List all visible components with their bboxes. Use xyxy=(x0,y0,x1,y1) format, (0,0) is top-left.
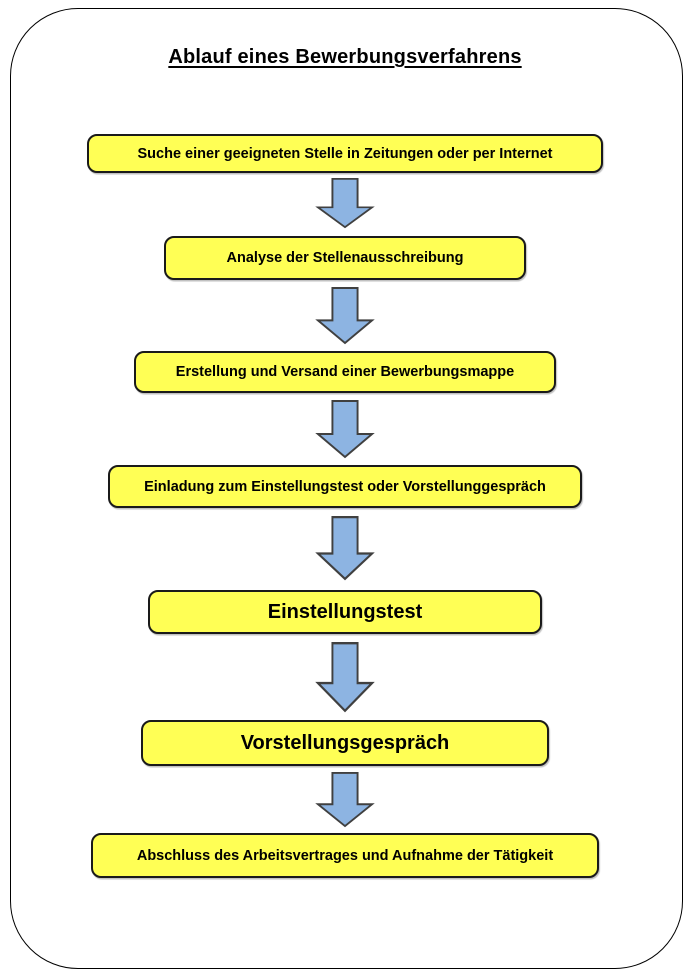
outer-rounded-frame xyxy=(10,8,683,969)
down-arrow-icon xyxy=(315,178,375,229)
flow-step-invitation: Einladung zum Einstellungstest oder Vors… xyxy=(108,465,582,508)
page-title: Ablauf eines Bewerbungsverfahrens xyxy=(168,46,522,68)
down-arrow-icon xyxy=(315,772,375,828)
down-arrow-icon xyxy=(315,400,375,459)
flow-step-analysis: Analyse der Stellenausschreibung xyxy=(164,236,526,280)
flow-step-label: Einstellungstest xyxy=(267,600,423,623)
flow-step-interview: Vorstellungsgespräch xyxy=(141,720,549,766)
flow-step-search: Suche einer geeigneten Stelle in Zeitung… xyxy=(87,134,603,173)
flow-step-employment-test: Einstellungstest xyxy=(148,590,542,634)
flow-step-label: Erstellung und Versand einer Bewerbungsm… xyxy=(175,364,515,380)
down-arrow-icon xyxy=(315,287,375,345)
flow-step-label: Einladung zum Einstellungstest oder Vors… xyxy=(144,478,546,495)
flow-step-label: Analyse der Stellenausschreibung xyxy=(226,250,464,266)
flow-step-label: Abschluss des Arbeitsvertrages und Aufna… xyxy=(136,847,554,864)
down-arrow-icon xyxy=(315,516,375,581)
flow-step-label: Suche einer geeigneten Stelle in Zeitung… xyxy=(137,145,553,162)
down-arrow-icon xyxy=(315,642,375,713)
flow-step-contract: Abschluss des Arbeitsvertrages und Aufna… xyxy=(91,833,599,878)
flow-step-application-folder: Erstellung und Versand einer Bewerbungsm… xyxy=(134,351,556,393)
flow-step-label: Vorstellungsgespräch xyxy=(240,731,450,754)
